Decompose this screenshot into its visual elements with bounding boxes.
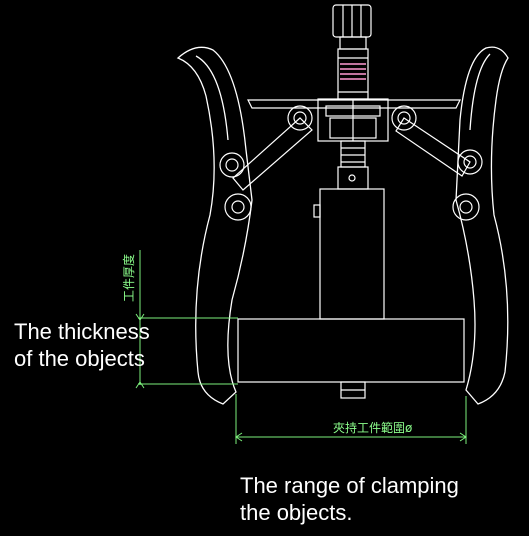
- range-annotation-line1: The range of clamping: [240, 473, 459, 498]
- thickness-annotation: The thickness of the objects: [14, 318, 150, 372]
- thickness-cad-label: 工件厚度: [121, 254, 136, 302]
- thickness-annotation-line1: The thickness: [14, 319, 150, 344]
- range-dimension: [235, 394, 467, 444]
- thickness-dimension: [135, 250, 238, 389]
- bottom-nub: [340, 381, 366, 399]
- thread-highlight: [340, 63, 366, 80]
- range-annotation-line2: the objects.: [240, 500, 353, 525]
- right-jaw: [455, 46, 509, 405]
- thickness-annotation-line2: of the objects: [14, 346, 145, 371]
- center-screw: [332, 4, 372, 100]
- range-annotation: The range of clamping the objects.: [240, 472, 459, 526]
- range-cad-label: 夾持工件範圍ø: [333, 420, 412, 435]
- left-jaw: [176, 46, 253, 405]
